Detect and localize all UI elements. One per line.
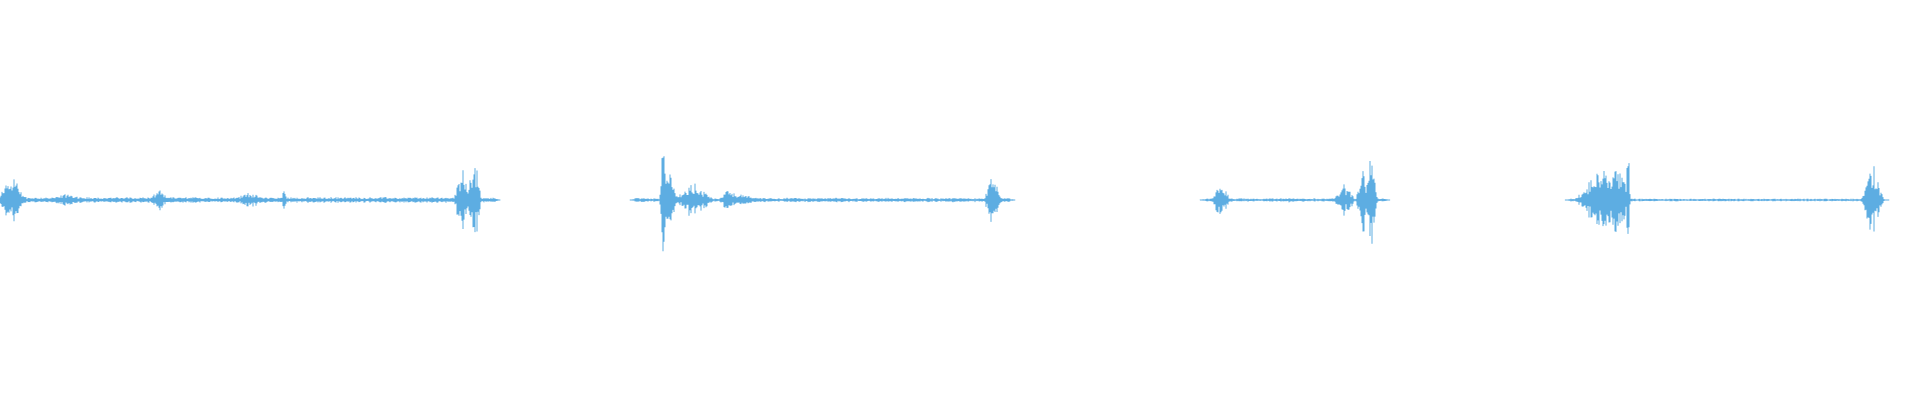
- waveform-clips: [0, 156, 1890, 252]
- waveform-clip-2[interactable]: [629, 156, 1016, 252]
- waveform-clip-4[interactable]: [1564, 163, 1890, 234]
- waveform-amplitude: [0, 168, 501, 233]
- waveform-amplitude: [629, 156, 1016, 252]
- waveform-clip-1[interactable]: [0, 168, 501, 233]
- waveform-amplitude: [1564, 163, 1890, 234]
- waveform-clip-3[interactable]: [1199, 161, 1391, 244]
- waveform-amplitude: [1199, 161, 1391, 244]
